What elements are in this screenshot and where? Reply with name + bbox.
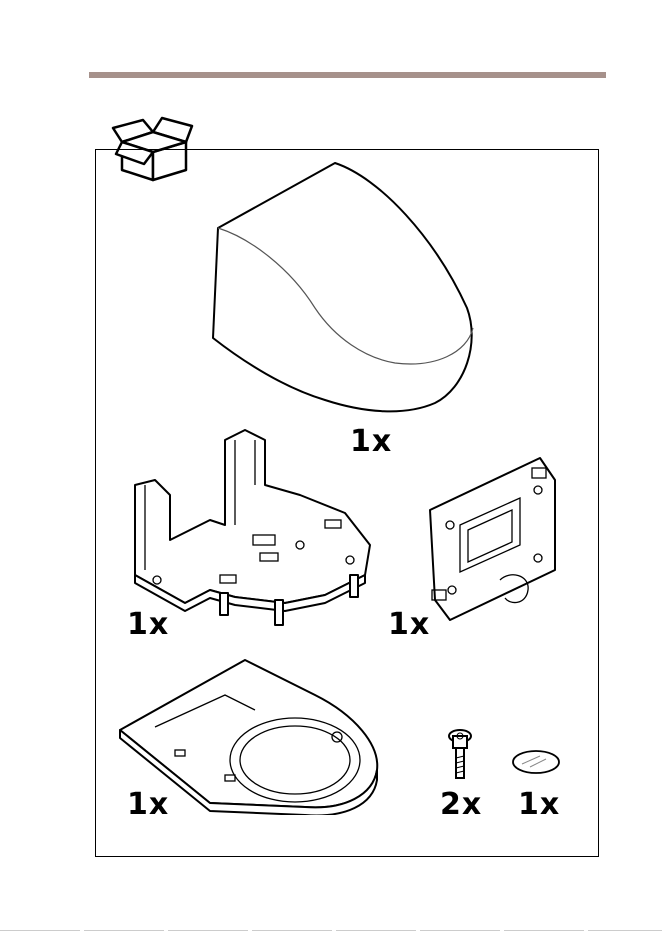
- top-cover-illustration: [205, 158, 495, 423]
- bracket-base-quantity: 1x: [127, 610, 169, 640]
- lens-disc-quantity: 1x: [518, 790, 560, 820]
- screw-illustration: [443, 728, 478, 783]
- screw-quantity: 2x: [440, 790, 482, 820]
- mounting-plate-quantity: 1x: [388, 610, 430, 640]
- bracket-base-illustration: [125, 425, 375, 635]
- accent-bar: [89, 72, 606, 78]
- lens-disc-illustration: [510, 748, 562, 776]
- mounting-plate-illustration: [420, 450, 565, 625]
- page-edge-line: [0, 930, 662, 931]
- bottom-frame-quantity: 1x: [127, 790, 169, 820]
